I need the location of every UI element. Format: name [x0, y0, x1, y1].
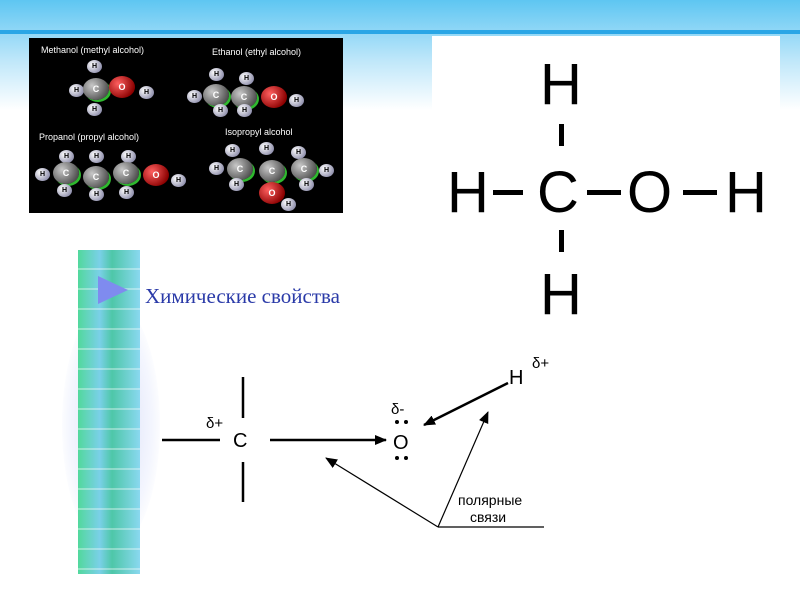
formula-oxygen: O: [627, 160, 673, 225]
formula-carbon: C: [537, 160, 579, 225]
hydrogen-atom: H: [291, 146, 306, 159]
hydrogen-atom: H: [171, 174, 186, 187]
hydrogen-atom: H: [229, 178, 244, 191]
carbon-atom: C: [291, 158, 317, 180]
polar-bonds-label-line2: связи: [470, 509, 506, 525]
methanol-structural-formula: H H C O H H: [435, 40, 780, 330]
bond-horizontal-left: [493, 190, 523, 195]
oxygen-atom: O: [109, 76, 135, 98]
hydrogen-atom: H: [209, 68, 224, 81]
hydrogen-atom: H: [59, 150, 74, 163]
polar-pointer-cbond: [325, 457, 439, 528]
oxygen-atom: O: [261, 86, 287, 108]
lone-pair-dot: [395, 420, 399, 424]
oxygen-atom: O: [259, 182, 285, 204]
polarity-oxygen: O: [393, 432, 409, 454]
lone-pair-dot: [404, 420, 408, 424]
carbon-atom: C: [53, 162, 79, 184]
bond-vertical-bottom: [559, 230, 564, 252]
hydrogen-atom: H: [281, 198, 296, 211]
propanol-label: Propanol (propyl alcohol): [39, 132, 140, 142]
hydrogen-atom: H: [187, 90, 202, 103]
hydrogen-atom: H: [139, 86, 154, 99]
formula-backdrop: [432, 36, 780, 116]
hydrogen-atom: H: [209, 162, 224, 175]
methanol-label: Methanol (methyl alcohol): [41, 45, 145, 55]
bond-horizontal-right: [683, 190, 717, 195]
formula-hydrogen-top: H: [540, 52, 582, 117]
hydrogen-atom: H: [69, 84, 84, 97]
bond-horizontal-middle: [587, 190, 621, 195]
carbon-atom: C: [113, 162, 139, 184]
formula-hydrogen-right: H: [725, 160, 767, 225]
hydrogen-atom: H: [87, 103, 102, 116]
hydrogen-atom: H: [259, 142, 274, 155]
lone-pair-dot: [395, 456, 399, 460]
polarity-carbon: C: [233, 430, 247, 452]
delta-plus-carbon: δ+: [206, 415, 223, 432]
arrow-pointer-icon: [98, 276, 128, 304]
hydrogen-atom: H: [121, 150, 136, 163]
hydrogen-atom: H: [319, 164, 334, 177]
formula-hydrogen-left: H: [447, 160, 489, 225]
carbon-atom: C: [83, 166, 109, 188]
formula-hydrogen-bottom: H: [540, 262, 582, 327]
polarity-hydrogen: H: [509, 367, 523, 389]
section-title: Химические свойства: [145, 284, 340, 308]
hydrogen-atom: H: [89, 188, 104, 201]
carbon-atom: C: [203, 84, 229, 106]
delta-minus-oxygen: δ-: [391, 401, 404, 418]
lone-pair-dot: [404, 456, 408, 460]
hydrogen-atom: H: [237, 104, 252, 117]
hydrogen-oxygen-arrow: [423, 381, 509, 427]
carbon-atom: C: [83, 78, 109, 100]
hydrogen-atom: H: [87, 60, 102, 73]
hydrogen-atom: H: [57, 184, 72, 197]
molecule-models-panel: Methanol (methyl alcohol) Ethanol (ethyl…: [29, 38, 343, 213]
hydrogen-atom: H: [299, 178, 314, 191]
polar-pointer-hbond: [437, 411, 489, 528]
delta-plus-hydrogen: δ+: [532, 355, 549, 372]
hydrogen-atom: H: [225, 144, 240, 157]
hydrogen-atom: H: [239, 72, 254, 85]
carbon-atom: C: [227, 158, 253, 180]
isopropyl-label: Isopropyl alcohol: [225, 127, 293, 137]
hydrogen-atom: H: [119, 186, 134, 199]
hydrogen-atom: H: [289, 94, 304, 107]
polar-bonds-label-line1: полярные: [458, 492, 522, 508]
hydrogen-atom: H: [89, 150, 104, 163]
carbon-atom: C: [231, 86, 257, 108]
hydrogen-atom: H: [213, 104, 228, 117]
decorative-stripe: [78, 250, 140, 574]
bond-vertical-top: [559, 124, 564, 146]
hydrogen-atom: H: [35, 168, 50, 181]
carbon-atom: C: [259, 160, 285, 182]
ethanol-label: Ethanol (ethyl alcohol): [212, 47, 302, 57]
oxygen-atom: O: [143, 164, 169, 186]
